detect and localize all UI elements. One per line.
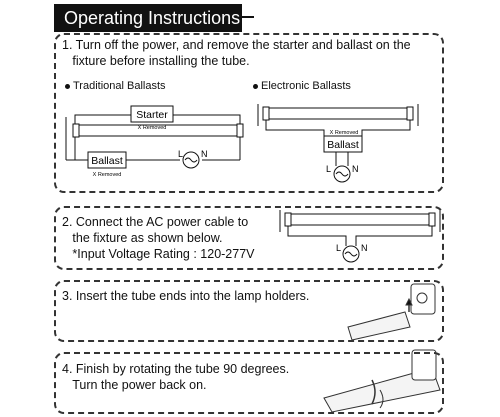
ballast-label: Ballast (91, 155, 123, 167)
lamp-holder-icon (410, 283, 436, 315)
rotate-tube-diagram (323, 349, 441, 413)
step-4-text: 4. Finish by rotating the tube 90 degree… (62, 362, 290, 392)
n-terminal-label: N (201, 149, 208, 159)
electronic-ballasts-text: Electronic Ballasts (261, 80, 351, 92)
starter-label: Starter (136, 109, 168, 121)
traditional-ballasts-text: Traditional Ballasts (73, 80, 166, 92)
tube-icon (347, 311, 411, 341)
electronic-ballast-diagram (257, 104, 419, 183)
traditional-ballasts-label: Traditional Ballasts (65, 79, 166, 93)
instructions-header: Operating Instructions (54, 4, 242, 32)
ballast-removed-note: X Removed (93, 172, 122, 178)
step-2-text: 2. Connect the AC power cable to the fix… (62, 215, 255, 261)
ballast-box-electronic (323, 135, 363, 153)
lamp-holder-icon (411, 349, 437, 381)
insert-tube-diagram (347, 283, 436, 341)
starter-box (130, 105, 174, 123)
direct-wire-diagram (279, 210, 441, 263)
ballast-box (87, 151, 127, 169)
step-2-panel (54, 206, 444, 270)
ballast-label-electronic: Ballast (327, 139, 359, 151)
n-terminal-label: N (361, 243, 368, 253)
bullet-dot (65, 83, 70, 89)
electronic-ballasts-label: Electronic Ballasts (253, 79, 351, 93)
step-4-panel (54, 352, 444, 414)
l-terminal-label: L (178, 149, 183, 159)
n-terminal-label: N (352, 164, 359, 174)
header-rule (242, 16, 254, 18)
tube-icon (323, 367, 441, 413)
bullet-dot (253, 83, 258, 89)
rotate-arrow-icon (371, 379, 376, 405)
l-terminal-label: L (326, 164, 331, 174)
traditional-ballast-diagram (65, 114, 244, 169)
step-1-text: 1. Turn off the power, and remove the st… (62, 38, 411, 68)
l-terminal-label: L (336, 243, 341, 253)
starter-removed-note: X Removed (138, 125, 167, 131)
step-1-panel (54, 33, 444, 193)
tube-icon (267, 107, 409, 120)
step-3-text: 3. Insert the tube ends into the lamp ho… (62, 289, 310, 303)
step-3-panel (54, 280, 444, 342)
ballast-removed-note-electronic: X Removed (330, 130, 359, 136)
